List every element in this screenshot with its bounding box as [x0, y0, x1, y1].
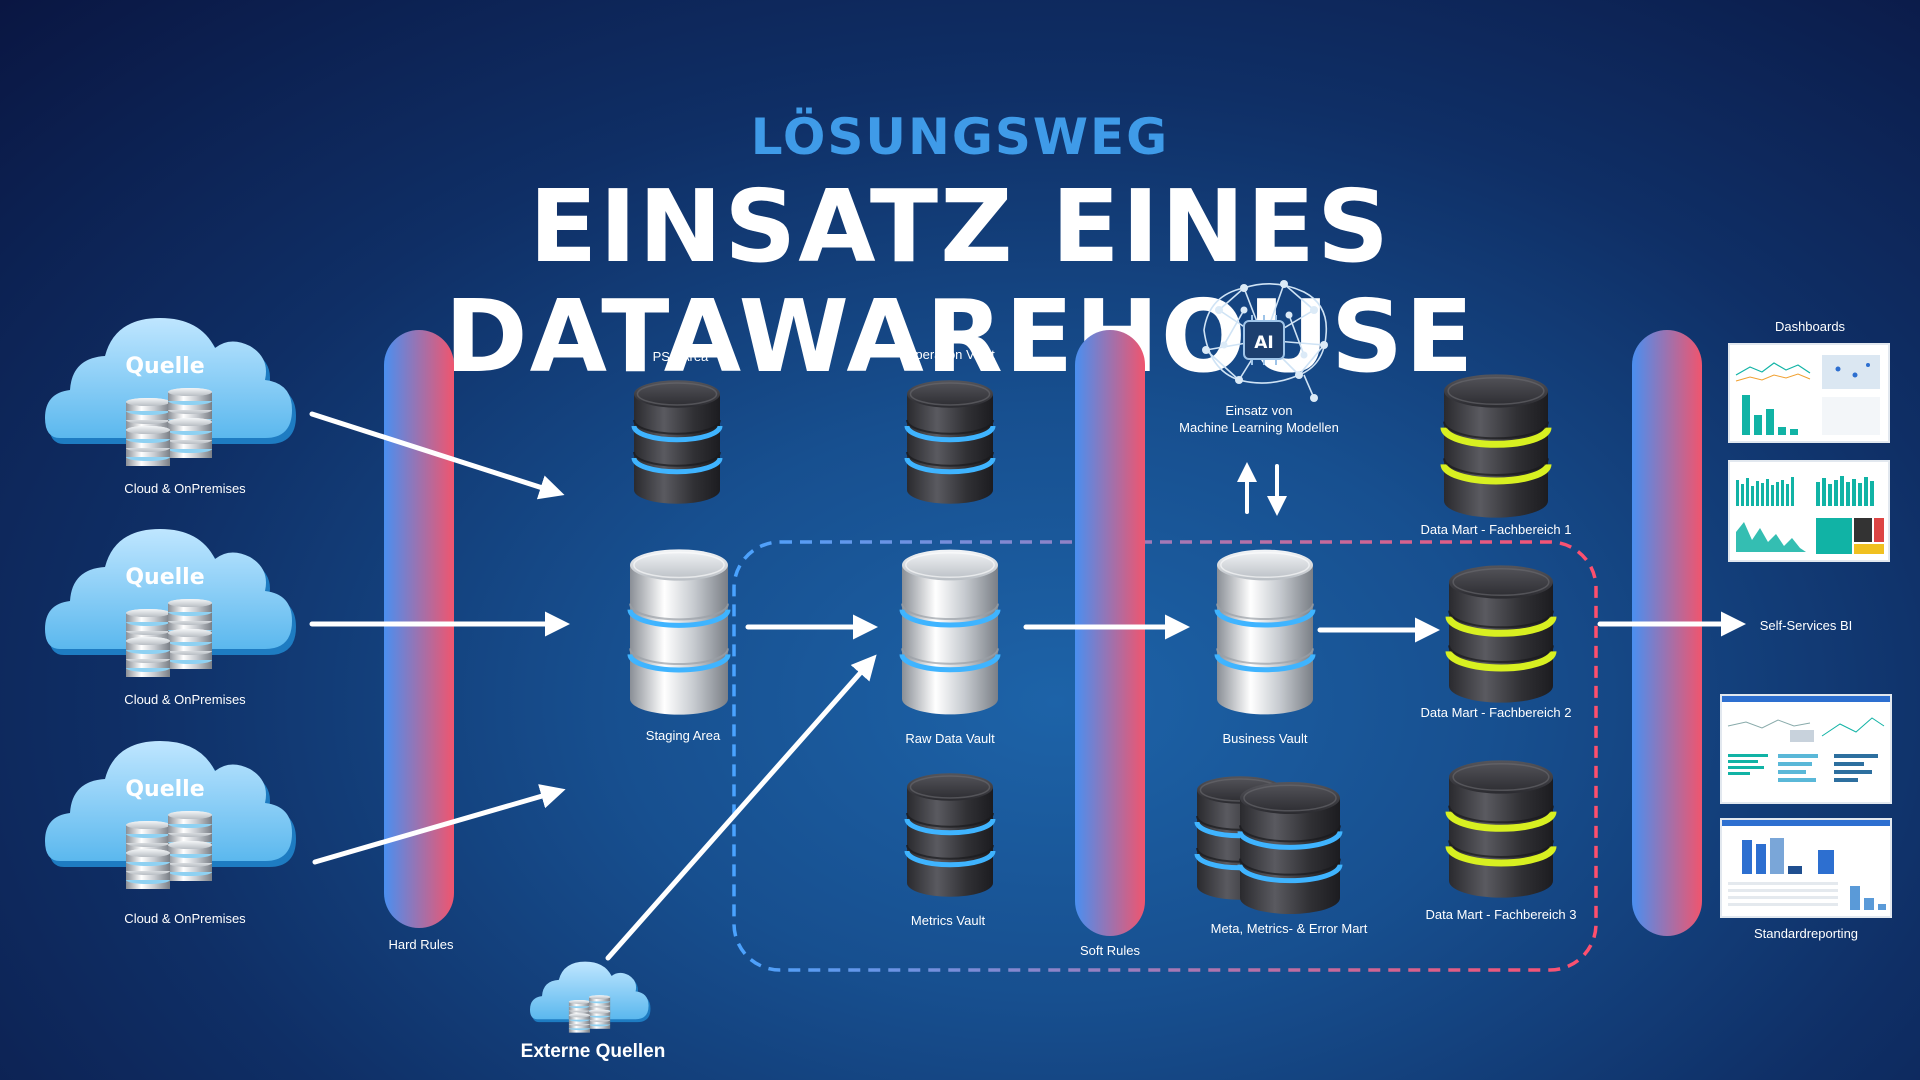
meta-mart-database-front-icon [1237, 782, 1343, 914]
ai-brain-icon: AI [1202, 280, 1328, 402]
dashboard-thumbnail-1[interactable] [1728, 343, 1890, 443]
source-3-caption: Cloud & OnPremises [124, 911, 246, 926]
ai-caption-line1: Einsatz von [1225, 403, 1293, 418]
database-stack-icon [589, 1009, 611, 1029]
source-cloud-3-icon: Quelle [45, 741, 296, 889]
source-cloud-2-icon: Quelle [45, 529, 296, 677]
soft-rules-label: Soft Rules [1080, 943, 1140, 958]
hard-rules-label: Hard Rules [388, 937, 454, 952]
report-thumbnail-2[interactable] [1720, 818, 1892, 918]
raw-data-vault-database-icon [899, 549, 1001, 715]
data-mart-3-database-icon [1445, 760, 1557, 898]
standardreporting-label: Standardreporting [1753, 926, 1859, 941]
soft-rules-pillar [1075, 330, 1145, 936]
business-vault-label: Business Vault [1222, 731, 1308, 746]
external-sources-caption: Externe Quellen [520, 1041, 666, 1062]
external-cloud-icon [530, 961, 651, 1033]
source-cloud-1-icon: Quelle [45, 318, 296, 466]
database-stack-icon [168, 841, 212, 881]
report-thumbnail-1[interactable] [1720, 694, 1892, 804]
source-2-caption: Cloud & OnPremises [124, 692, 246, 707]
database-stack-icon [168, 629, 212, 669]
dashboards-label: Dashboards [1774, 319, 1846, 334]
database-stack-icon [126, 426, 170, 466]
cloud-label: Quelle [125, 354, 204, 379]
psa-area-database-icon [631, 380, 723, 504]
ai-caption-line2: Machine Learning Modellen [1179, 420, 1339, 435]
database-stack-icon [568, 1013, 590, 1033]
hard-rules-pillar [384, 330, 454, 928]
subtitle: LÖSUNGSWEG [750, 108, 1170, 166]
data-mart-3-label: Data Mart - Fachbereich 3 [1425, 907, 1577, 922]
metrics-vault-database-icon [904, 773, 996, 897]
staging-area-database-icon [627, 549, 731, 715]
cloud-label: Quelle [125, 565, 204, 590]
data-mart-1-label: Data Mart - Fachbereich 1 [1420, 522, 1572, 537]
raw-data-vault-label: Raw Data Vault [905, 731, 995, 746]
vault-region-outline [732, 540, 1598, 972]
operation-vault-database-icon [904, 380, 996, 504]
dashboard-thumbnail-2[interactable] [1728, 460, 1890, 562]
database-stack-icon [126, 849, 170, 889]
data-mart-2-database-icon [1445, 565, 1557, 703]
source-1-caption: Cloud & OnPremises [124, 481, 246, 496]
operation-vault-label: Operation Vault [905, 347, 995, 362]
self-services-bi-label: Self-Services BI [1759, 618, 1853, 633]
data-mart-1-database-icon [1440, 374, 1552, 518]
business-vault-database-icon [1214, 549, 1316, 715]
meta-mart-label: Meta, Metrics- & Error Mart [1210, 921, 1368, 936]
arrow-source1-psa [309, 411, 565, 500]
staging-area-label: Staging Area [645, 728, 721, 743]
psa-area-label: PSA Area* [652, 349, 714, 364]
output-pillar [1632, 330, 1702, 936]
metrics-vault-label: Metrics Vault [910, 913, 986, 928]
cloud-label: Quelle [125, 777, 204, 802]
arrow-external-raw [605, 654, 877, 961]
database-stack-icon [168, 418, 212, 458]
data-mart-2-label: Data Mart - Fachbereich 2 [1420, 705, 1572, 720]
ai-badge: AI [1254, 333, 1273, 353]
arrow-source3-staging [312, 784, 566, 865]
database-stack-icon [126, 637, 170, 677]
